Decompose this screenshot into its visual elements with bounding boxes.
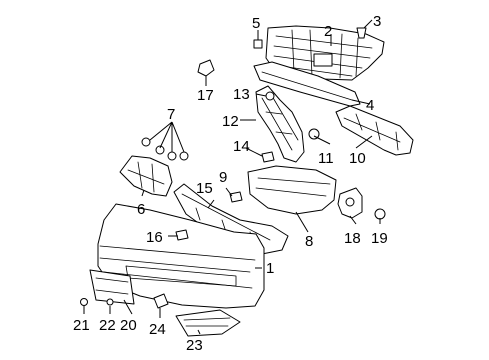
- callout-15: 15: [196, 180, 213, 197]
- callout-13: 13: [233, 86, 250, 103]
- callout-4: 4: [366, 97, 374, 114]
- side-bracket-part: [119, 155, 173, 197]
- callout-21: 21: [73, 317, 90, 334]
- callout-17: 17: [197, 87, 214, 104]
- callout-10: 10: [349, 150, 366, 167]
- callout-1: 1: [266, 260, 274, 277]
- callout-7: 7: [167, 106, 175, 123]
- grille-part: [265, 25, 385, 81]
- callout-14: 14: [233, 138, 250, 155]
- upper-shield-part: [253, 61, 361, 107]
- callout-19: 19: [371, 230, 388, 247]
- tow-bracket-part: [337, 187, 363, 219]
- lower-grille-part: [175, 309, 241, 337]
- callout-labels: 1 2 3 4 5 6 7 8 9 10 11 12 13 14 15 16 1…: [73, 13, 388, 354]
- callout-16: 16: [146, 229, 163, 246]
- callout-20: 20: [120, 317, 137, 334]
- callout-11: 11: [318, 150, 334, 167]
- callout-9: 9: [219, 169, 227, 186]
- callout-6: 6: [137, 201, 145, 218]
- license-bracket-part: [89, 269, 135, 305]
- impact-bar-part: [335, 105, 414, 156]
- callout-5: 5: [252, 15, 260, 32]
- callout-2: 2: [324, 23, 332, 40]
- callout-8: 8: [305, 233, 313, 250]
- absorber-part: [247, 165, 337, 215]
- leader-lines: [83, 19, 381, 335]
- callout-22: 22: [99, 317, 116, 334]
- callout-3: 3: [373, 13, 381, 30]
- callout-12: 12: [222, 113, 239, 130]
- bumper-cover-part: [97, 203, 265, 309]
- callout-18: 18: [344, 230, 361, 247]
- callout-24: 24: [149, 321, 166, 338]
- callout-23: 23: [186, 337, 203, 354]
- fasteners: [80, 27, 386, 309]
- bracket-part: [255, 85, 305, 163]
